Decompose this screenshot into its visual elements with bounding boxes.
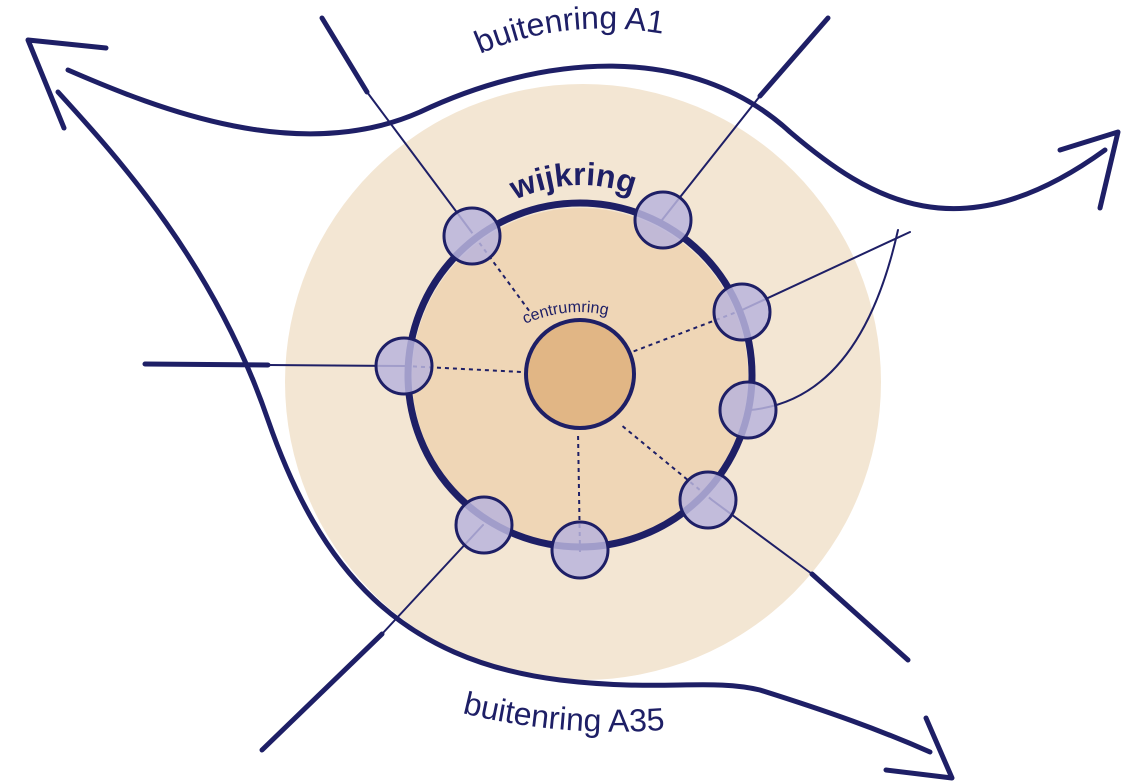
node-southwest	[454, 495, 514, 555]
node-south	[550, 520, 610, 580]
outer-ring-bottom-label: buitenring A35	[460, 685, 665, 739]
outer-ring-top-label: buitenring A1	[469, 0, 667, 60]
node-northwest	[442, 206, 502, 266]
city-center	[524, 318, 636, 430]
outer-ring-roads	[55, 63, 1108, 755]
node-north	[633, 190, 693, 250]
node-east-south	[718, 380, 778, 440]
ring-nodes	[374, 190, 778, 580]
arrow-east-icon	[1057, 129, 1121, 211]
node-southeast	[678, 470, 738, 530]
arrow-southeast-icon	[883, 715, 955, 781]
node-west	[374, 336, 434, 396]
arrow-northwest-icon	[25, 37, 109, 131]
arrowheads	[25, 37, 1121, 781]
node-east	[712, 282, 772, 342]
